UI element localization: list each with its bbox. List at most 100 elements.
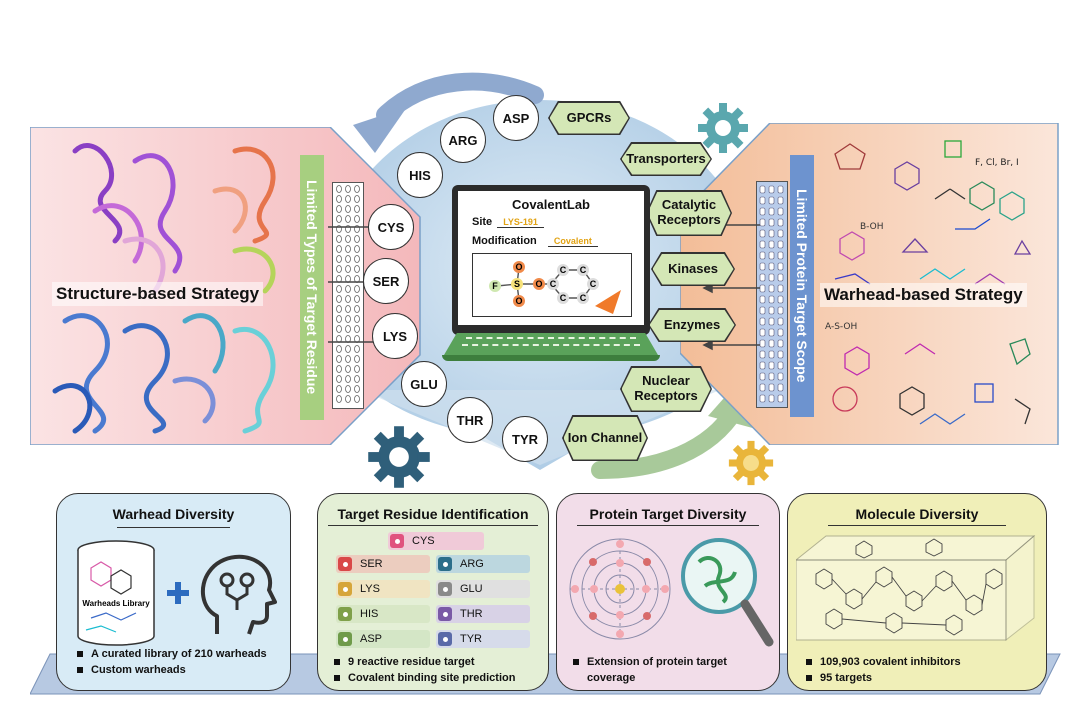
filter-pore [345,195,351,203]
atom-o2: O [515,296,522,306]
residue-row-lys[interactable]: LYS [336,580,430,598]
filter-pore [354,345,360,353]
residue-row-arg[interactable]: ARG [436,555,530,573]
filter-pore [354,205,360,213]
filter-pore [354,305,360,313]
warheads-library-label: Warheads Library [82,599,150,608]
residue-row-tyr[interactable]: TYR [436,630,530,648]
molecule-cube-image [796,534,1036,642]
filter-pore [336,365,342,373]
filter-pore [759,372,766,381]
target-ion-channel: Ion Channel [562,415,648,461]
card-molecule-title: Molecule Diversity [855,506,979,522]
residue-his: HIS [397,152,443,198]
ai-brain-icon [200,554,277,635]
filter-pore [759,350,766,359]
gear-icon-teal [698,103,748,153]
filter-pore [768,218,775,227]
atom-o3: O [535,279,542,289]
filter-pore [354,235,360,243]
residue-lys: LYS [372,313,418,359]
filter-pore [768,350,775,359]
filter-pore [345,245,351,253]
filter-pore [345,395,351,403]
filter-pore [354,325,360,333]
filter-pore [336,225,342,233]
target-nuclear-receptors: Nuclear Receptors [620,366,712,412]
residue-row-thr[interactable]: THR [436,605,530,623]
filter-pore [777,229,784,238]
filter-pore [768,229,775,238]
residue-cys: CYS [368,204,414,250]
filter-pore [777,306,784,315]
residue-row-his[interactable]: HIS [336,605,430,623]
filter-pore [354,355,360,363]
atom-s: S [514,279,520,289]
filter-pore [777,196,784,205]
gear-icon-navy [368,426,430,488]
filter-pore [354,215,360,223]
residue-row-glu[interactable]: GLU [436,580,530,598]
filter-pore [768,339,775,348]
filter-pore [777,185,784,194]
modification-value[interactable]: Covalent [547,236,598,247]
card-residue-title: Target Residue Identification [337,506,529,522]
target-filter-grid [756,181,788,408]
filter-pore [759,317,766,326]
filter-pore [759,262,766,271]
card-protein-title: Protein Target Diversity [589,506,747,522]
filter-pore [354,385,360,393]
filter-pore [768,383,775,392]
molecule-bullet-2: 95 targets [806,670,961,686]
residue-asp: ASP [493,95,539,141]
filter-pore [345,355,351,363]
filter-pore [336,345,342,353]
filter-pore [345,285,351,293]
filter-pore [759,394,766,403]
filter-pore [768,361,775,370]
residue-ser: SER [363,258,409,304]
filter-pore [336,395,342,403]
target-transporters: Transporters [620,142,712,176]
filter-pore [345,265,351,273]
residue-arg: ARG [440,117,486,163]
target-gpcrs: GPCRs [548,101,630,135]
filter-pore [336,195,342,203]
filter-pore [336,245,342,253]
filter-pore [768,328,775,337]
atom-c1: C [560,265,567,275]
residue-glu: GLU [401,361,447,407]
filter-pore [354,245,360,253]
residue-row-ser[interactable]: SER [336,555,430,573]
card-warhead-title: Warhead Diversity [112,506,235,522]
card-molecule-diversity: Molecule Diversity 109,903 covalent inhi… [787,493,1047,691]
filter-pore [777,207,784,216]
residue-row-cys[interactable]: CYS [388,532,484,550]
target-enzymes: Enzymes [648,308,736,342]
filter-pore [759,328,766,337]
protein-structures-image [52,143,276,434]
filter-pore [354,295,360,303]
atom-c2: C [580,265,587,275]
left-panel-vertical-label: Limited Types of Target Residue [300,155,324,420]
residue-row-asp[interactable]: ASP [336,630,430,648]
protein-bullet-1: Extension of protein target coverage [573,654,733,686]
boh-label: B-OH [860,222,884,232]
filter-pore [777,273,784,282]
filter-pore [759,361,766,370]
right-panel-title: Warhead-based Strategy [820,283,1027,307]
filter-pore [777,350,784,359]
target-radar-icon [569,538,671,640]
filter-pore [345,305,351,313]
app-title: CovalentLab [511,197,590,212]
magnifier-icon [681,538,774,647]
site-value[interactable]: LYS-191 [497,217,544,228]
filter-pore [336,355,342,363]
cursor-icon [595,290,621,314]
filter-pore [777,372,784,381]
filter-pore [345,315,351,323]
modification-label: Modification [472,235,537,247]
filter-pore [759,229,766,238]
filter-pore [768,185,775,194]
filter-pore [768,273,775,282]
